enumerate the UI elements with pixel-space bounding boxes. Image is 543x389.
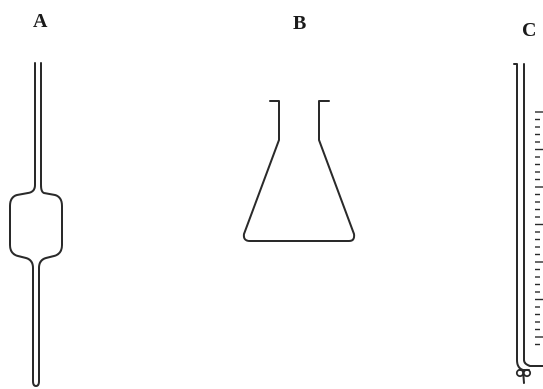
erlenmeyer-flask-icon <box>242 100 356 242</box>
label-b: B <box>293 12 307 34</box>
label-a: A <box>33 10 48 32</box>
volumetric-pipette-icon <box>9 62 63 387</box>
label-c: C <box>522 19 537 41</box>
burette-scale <box>535 111 543 346</box>
burette-icon <box>513 63 543 384</box>
